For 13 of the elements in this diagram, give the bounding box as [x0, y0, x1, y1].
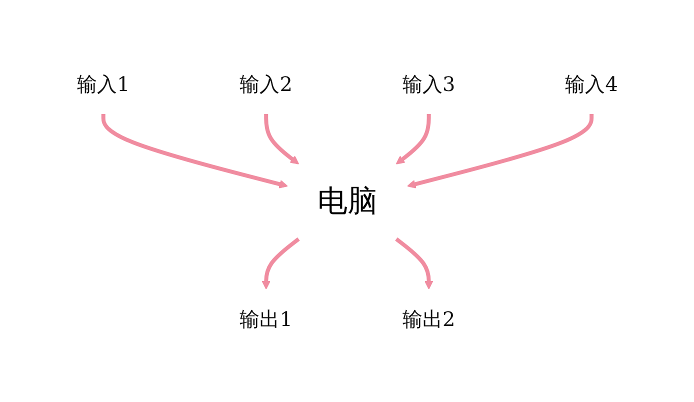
arrow — [406, 114, 594, 188]
arrow — [394, 236, 433, 289]
arrow — [100, 114, 288, 188]
node-text: 输入3 — [402, 72, 455, 96]
arrow — [261, 236, 300, 289]
node-text: 电脑 — [317, 184, 377, 218]
node-text: 输入2 — [239, 72, 292, 96]
node-text: 输出2 — [402, 306, 455, 330]
arrow — [264, 114, 299, 164]
arrow — [395, 114, 430, 164]
node-text: 输入4 — [564, 72, 618, 96]
node-text: 输出1 — [239, 306, 292, 330]
node-text: 输入1 — [76, 72, 130, 96]
